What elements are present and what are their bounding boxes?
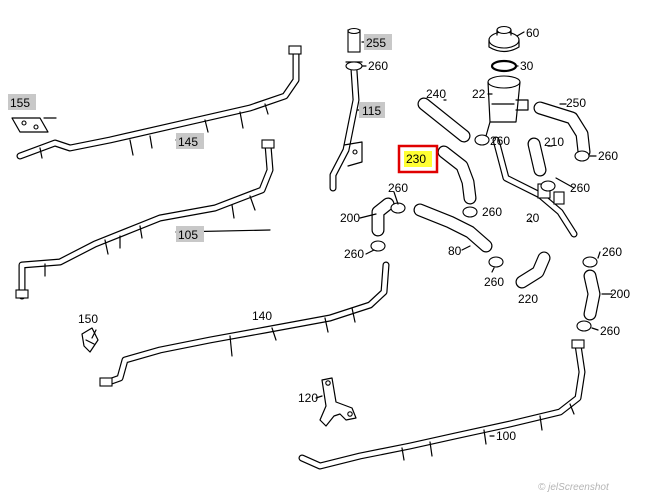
cap-60 [488,25,520,53]
callout-260-i: 260 [602,245,622,259]
callout-100: 100 [496,429,516,443]
hose-200-upper [371,197,395,237]
callout-155: 155 [10,96,30,110]
callout-260-h: 260 [484,275,504,289]
clip-150 [81,327,99,353]
callout-260-j: 260 [600,324,620,338]
callout-145: 145 [178,135,198,149]
highlight-frame [397,144,439,174]
pipe-145 [16,45,302,160]
callout-140: 140 [252,309,272,323]
callout-22: 22 [472,87,486,101]
pipe-140 [99,261,390,387]
callout-200-a: 200 [340,211,360,225]
callout-260-f: 260 [482,205,502,219]
watermark: © jelScreenshot [538,482,610,493]
seal-30 [490,59,518,73]
callout-255: 255 [366,36,386,50]
callout-20: 20 [526,211,540,225]
callout-240: 240 [426,87,446,101]
pipe-80 [413,203,493,253]
hose-200-lower [583,269,601,321]
callout-labels: 255 260 115 155 145 105 150 140 120 100 … [8,26,630,443]
callout-260-g: 260 [344,247,364,261]
hose-230 [437,145,477,205]
callout-30: 30 [520,59,534,73]
callout-260-a: 260 [368,59,388,73]
callout-250: 250 [566,96,586,110]
callout-210: 210 [544,135,564,149]
callout-80: 80 [448,244,462,258]
callout-260-c: 260 [598,149,618,163]
callout-260-e: 260 [388,181,408,195]
filler-neck-22 [485,75,529,137]
callout-260-b: 260 [490,134,510,148]
hose-clamps [345,61,598,332]
part-255-cap [345,27,363,67]
hose-115 [329,66,363,192]
callout-200-b: 200 [610,287,630,301]
pipe-100 [298,339,586,470]
callout-230: 230 [406,152,426,166]
callout-120: 120 [298,391,318,405]
highlight-fill [404,151,432,167]
leader-lines [43,31,613,437]
callout-60: 60 [526,26,540,40]
hose-210 [527,137,547,177]
callout-220: 220 [518,292,538,306]
callout-115: 115 [362,104,381,118]
callout-260-d: 260 [570,181,590,195]
callout-105: 105 [178,228,198,242]
hose-250 [533,101,591,159]
hose-220 [515,251,551,289]
bracket-155 [11,117,49,133]
hose-240 [417,97,471,143]
pipe-105 [15,139,275,300]
bracket-120 [319,377,357,427]
callout-150: 150 [78,312,98,326]
